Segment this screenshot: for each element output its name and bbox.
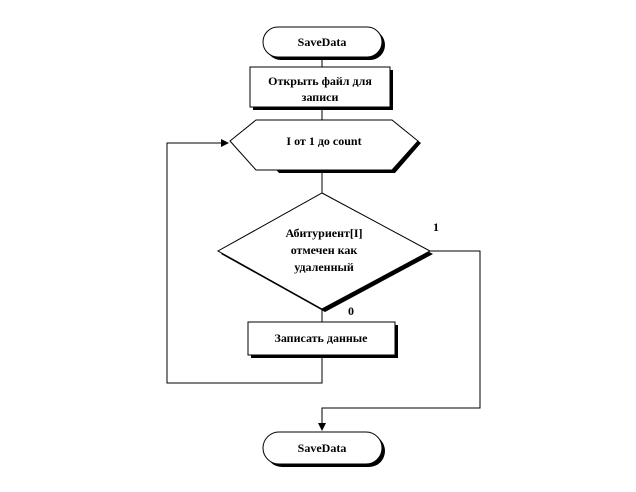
branch-yes-label: 1 [433, 220, 439, 234]
loop-back-connector [166, 139, 323, 384]
open-file-label-line2: записи [302, 90, 339, 104]
loop-hexagon: I от 1 до count [229, 119, 421, 173]
decision-diamond: Абитуриент[I] отмечен как удаленный [216, 192, 433, 312]
write-data-label: Записать данные [275, 331, 369, 345]
branch-no-label: 0 [348, 304, 354, 318]
start-terminal: SaveData [262, 26, 385, 60]
open-file-process: Открыть файл для записи [249, 66, 393, 110]
yes-branch-connector [318, 250, 481, 431]
loop-label: I от 1 до count [286, 134, 361, 148]
write-data-process: Записать данные [247, 321, 398, 358]
end-terminal: SaveData [262, 431, 385, 467]
start-terminal-label: SaveData [298, 35, 347, 49]
open-file-label-line1: Открыть файл для [268, 74, 372, 88]
decision-label-line3: удаленный [294, 260, 354, 274]
end-terminal-label: SaveData [298, 441, 347, 455]
decision-label-line1: Абитуриент[I] [285, 226, 362, 240]
decision-label-line2: отмечен как [291, 243, 358, 257]
